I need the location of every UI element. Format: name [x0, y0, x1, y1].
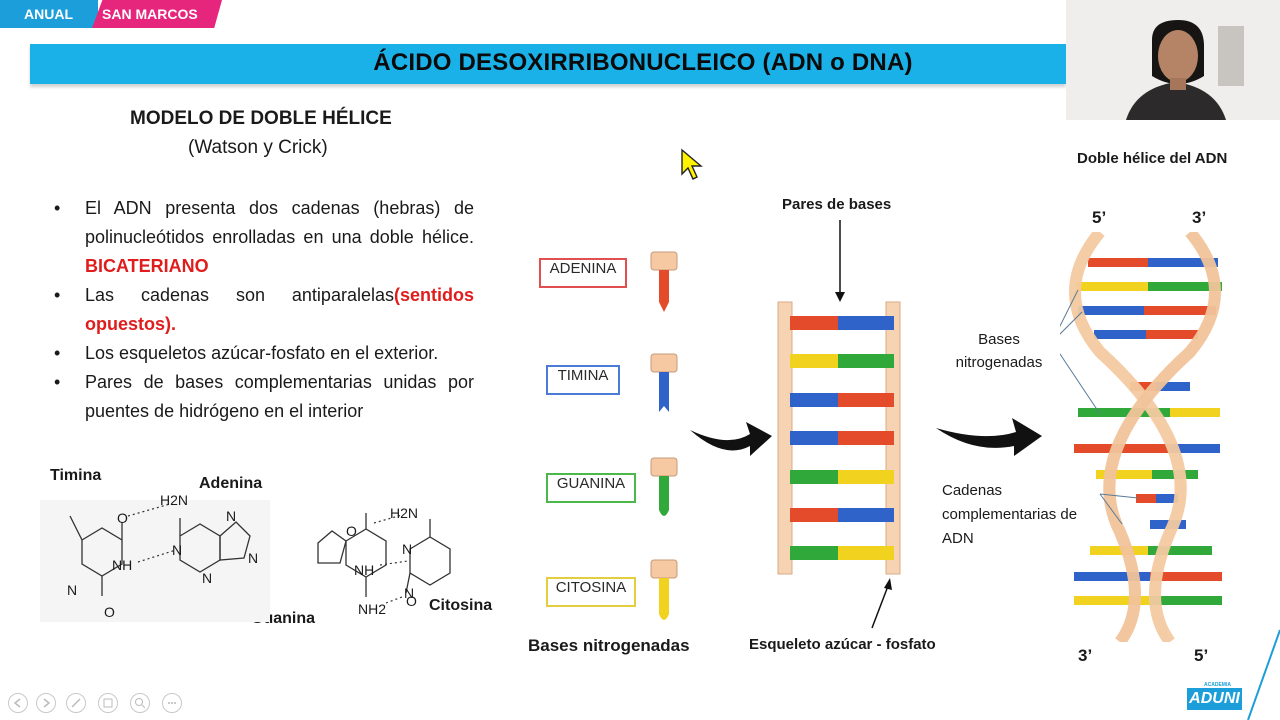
ladder-rung [790, 470, 894, 484]
atom-label: NH [112, 557, 133, 573]
atom-label: H2N [390, 505, 419, 521]
atom-label: N [172, 542, 183, 558]
mouse-cursor-icon [681, 148, 703, 180]
atom-label: O [104, 604, 115, 620]
base-box-citosina: CITOSINA [546, 577, 636, 607]
page-title: ÁCIDO DESOXIRRIBONUCLEICO (ADN o DNA) [373, 49, 913, 76]
pages-icon[interactable] [98, 693, 118, 713]
label-timina: Timina [50, 467, 102, 484]
dna-ladder-diagram [777, 301, 901, 575]
prev-icon[interactable] [8, 693, 28, 713]
presenter-avatar [1066, 0, 1280, 120]
guanine-cytosine-structure: O NH NH2 H2N N N O [290, 505, 470, 623]
arrow-down-icon [835, 220, 845, 302]
bullet-item: Las cadenas son antiparalelas(sentidos o… [52, 281, 474, 339]
atom-label: H2N [160, 492, 189, 508]
ladder-rung [790, 354, 894, 368]
ladder-rung [790, 393, 894, 407]
arrow-right-icon [936, 418, 1042, 456]
ladder-bottom-label: Esqueleto azúcar - fosfato [749, 636, 936, 653]
next-icon[interactable] [36, 693, 56, 713]
atom-label: NH2 [358, 601, 387, 617]
atom-label: N [404, 585, 415, 601]
ladder-rung [790, 316, 894, 330]
atom-label: O [406, 593, 417, 609]
model-subtitle: (Watson y Crick) [188, 137, 328, 158]
bases-caption: Bases nitrogenadas [528, 636, 690, 655]
logo-caption: ACADEMIA [1204, 682, 1231, 688]
atom-label: N [248, 550, 259, 566]
atom-label: N [402, 541, 413, 557]
molecule-diagram-icon [317, 513, 451, 604]
model-title: MODELO DE DOBLE HÉLICE [130, 108, 392, 129]
helix-bases-label: Bases nitrogenadas [955, 331, 1043, 371]
ladder-rung [790, 508, 894, 522]
atom-label: N [202, 570, 213, 586]
helix-bottom-left: 3’ [1078, 646, 1093, 665]
base-box-timina: TIMINA [546, 365, 620, 395]
bullet-item: Los esqueletos azúcar-fosfato en el exte… [52, 339, 474, 368]
more-icon[interactable] [162, 693, 182, 713]
atom-label: O [346, 523, 357, 539]
helix-rungs [1074, 258, 1222, 605]
ladder-top-label: Pares de bases [782, 196, 892, 213]
double-helix-diagram [1060, 232, 1222, 642]
helix-title: Doble hélice del ADN [1077, 150, 1228, 167]
helix-top-left: 5’ [1092, 208, 1107, 227]
badge-san-marcos: SAN MARCOS [92, 0, 222, 28]
badge-anual: ANUAL [0, 0, 98, 28]
atom-label: N [226, 508, 237, 524]
peg-guanine-icon [650, 457, 678, 516]
bullet-item: El ADN presenta dos cadenas (hebras) de … [52, 194, 474, 281]
atom-label: N [67, 582, 78, 598]
base-box-guanina: GUANINA [546, 473, 636, 503]
zoom-icon[interactable] [130, 693, 150, 713]
atom-label: NH [354, 562, 375, 578]
atom-label: O [117, 510, 128, 526]
label-citosina: Citosina [429, 597, 493, 614]
arrow-right-icon [690, 422, 772, 456]
helix-chains-label: Cadenas complementarias de ADN [942, 482, 1078, 547]
base-box-adenina: ADENINA [539, 258, 627, 288]
helix-bottom-right: 5’ [1194, 646, 1209, 665]
peg-thymine-icon [650, 353, 678, 412]
ladder-rung [790, 431, 894, 445]
arrow-up-icon [871, 578, 892, 629]
ladder-rung [790, 546, 894, 560]
pen-icon[interactable] [66, 693, 86, 713]
thymine-adenine-structure: O NH N O H2N N N N N [40, 492, 270, 622]
aduni-logo: ADUNI [1187, 688, 1242, 710]
peg-cytosine-icon [650, 559, 678, 620]
base-pegs-diagram [650, 251, 678, 620]
title-bar: ÁCIDO DESOXIRRIBONUCLEICO (ADN o DNA) [30, 44, 1066, 84]
molecule-diagram-icon [69, 503, 251, 596]
peg-adenine-icon [650, 251, 678, 312]
label-adenina: Adenina [199, 475, 263, 492]
corner-stripe-icon [1247, 629, 1280, 720]
bullet-list: El ADN presenta dos cadenas (hebras) de … [52, 194, 474, 426]
bullet-item: Pares de bases complementarias unidas po… [52, 368, 474, 426]
helix-top-right: 3’ [1192, 208, 1207, 227]
webcam-video [1066, 0, 1280, 120]
